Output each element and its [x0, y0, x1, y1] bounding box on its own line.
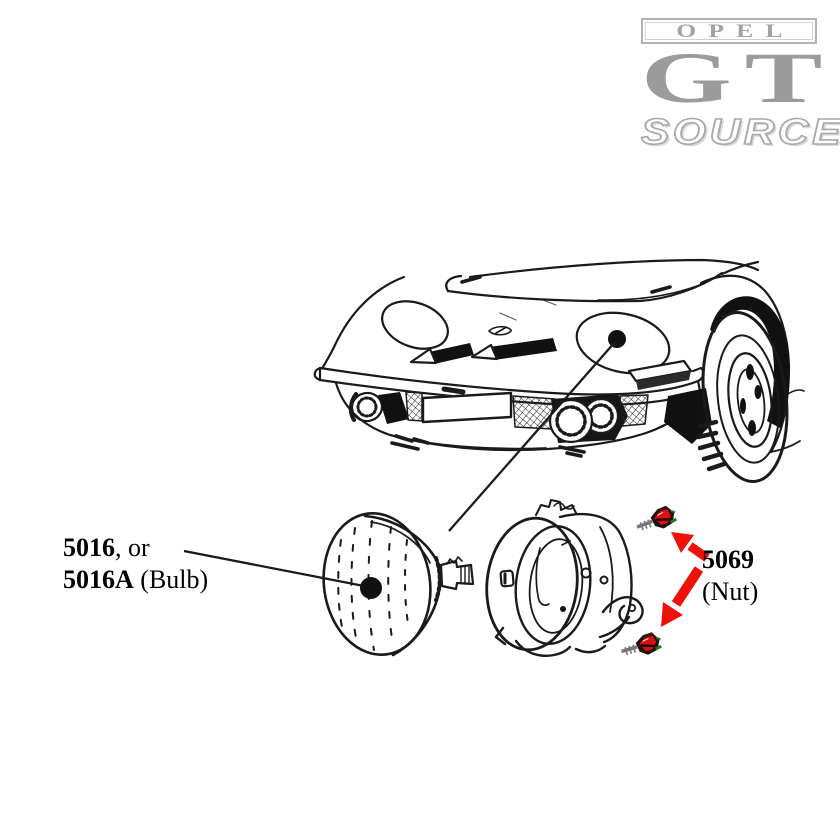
pointer-line-bulb	[183, 549, 365, 588]
hood-rear-line	[597, 282, 706, 301]
opel-hood-emblem-icon	[488, 325, 512, 336]
bulb-connector	[439, 556, 475, 591]
wiper-left	[460, 275, 482, 284]
hood-vents	[409, 338, 557, 365]
nut-part-label: 5069 (Nut)	[702, 544, 758, 608]
bulb-lens	[322, 512, 432, 656]
turn-signal	[627, 359, 693, 390]
roof-line	[468, 258, 760, 279]
brand-logo: OPEL GT SOURCE	[640, 18, 840, 150]
hubcap	[727, 352, 773, 448]
valance-edge	[334, 381, 699, 452]
opel-badge-text: OPEL	[675, 20, 795, 42]
bulb-part-label-line1: 5016, or	[63, 533, 150, 562]
car-front-illustration	[313, 258, 805, 484]
left-fender-line	[319, 275, 406, 373]
gt-wordmark: GT	[641, 38, 836, 118]
cowl-line	[446, 271, 724, 303]
nut-part-name: (Nut)	[702, 577, 759, 606]
opel-badge: OPEL	[641, 18, 817, 44]
right-fender-line	[699, 274, 791, 454]
red-arrow-up-left-icon	[671, 532, 710, 562]
door-edge-line	[787, 389, 805, 395]
speed-nut-lower	[618, 629, 664, 660]
front-wheel	[664, 296, 790, 484]
source-wordmark: SOURCE	[640, 111, 840, 152]
red-arrow-down-left-icon	[661, 566, 704, 627]
right-headlight-pod	[575, 311, 671, 375]
headlight-bucket-illustration	[485, 499, 644, 657]
a-pillar-line	[720, 260, 760, 276]
bulb-part-label: 5016, or 5016A (Bulb)	[63, 532, 208, 596]
headlight-bulb-illustration	[322, 512, 475, 657]
bulb-part-label-line2: 5016A (Bulb)	[63, 565, 209, 594]
cowl-hook	[445, 274, 463, 293]
grille-intake	[378, 392, 409, 424]
speed-nut-upper	[632, 502, 680, 535]
pointer-line-headlight	[448, 341, 616, 532]
front-grille	[348, 391, 649, 444]
nut-part-number: 5069	[702, 545, 754, 574]
rocker-line	[770, 440, 801, 453]
wiper-right	[650, 285, 672, 294]
bulb-center-dot	[360, 577, 382, 599]
license-plate	[421, 391, 513, 424]
left-headlight-pod	[381, 300, 449, 350]
